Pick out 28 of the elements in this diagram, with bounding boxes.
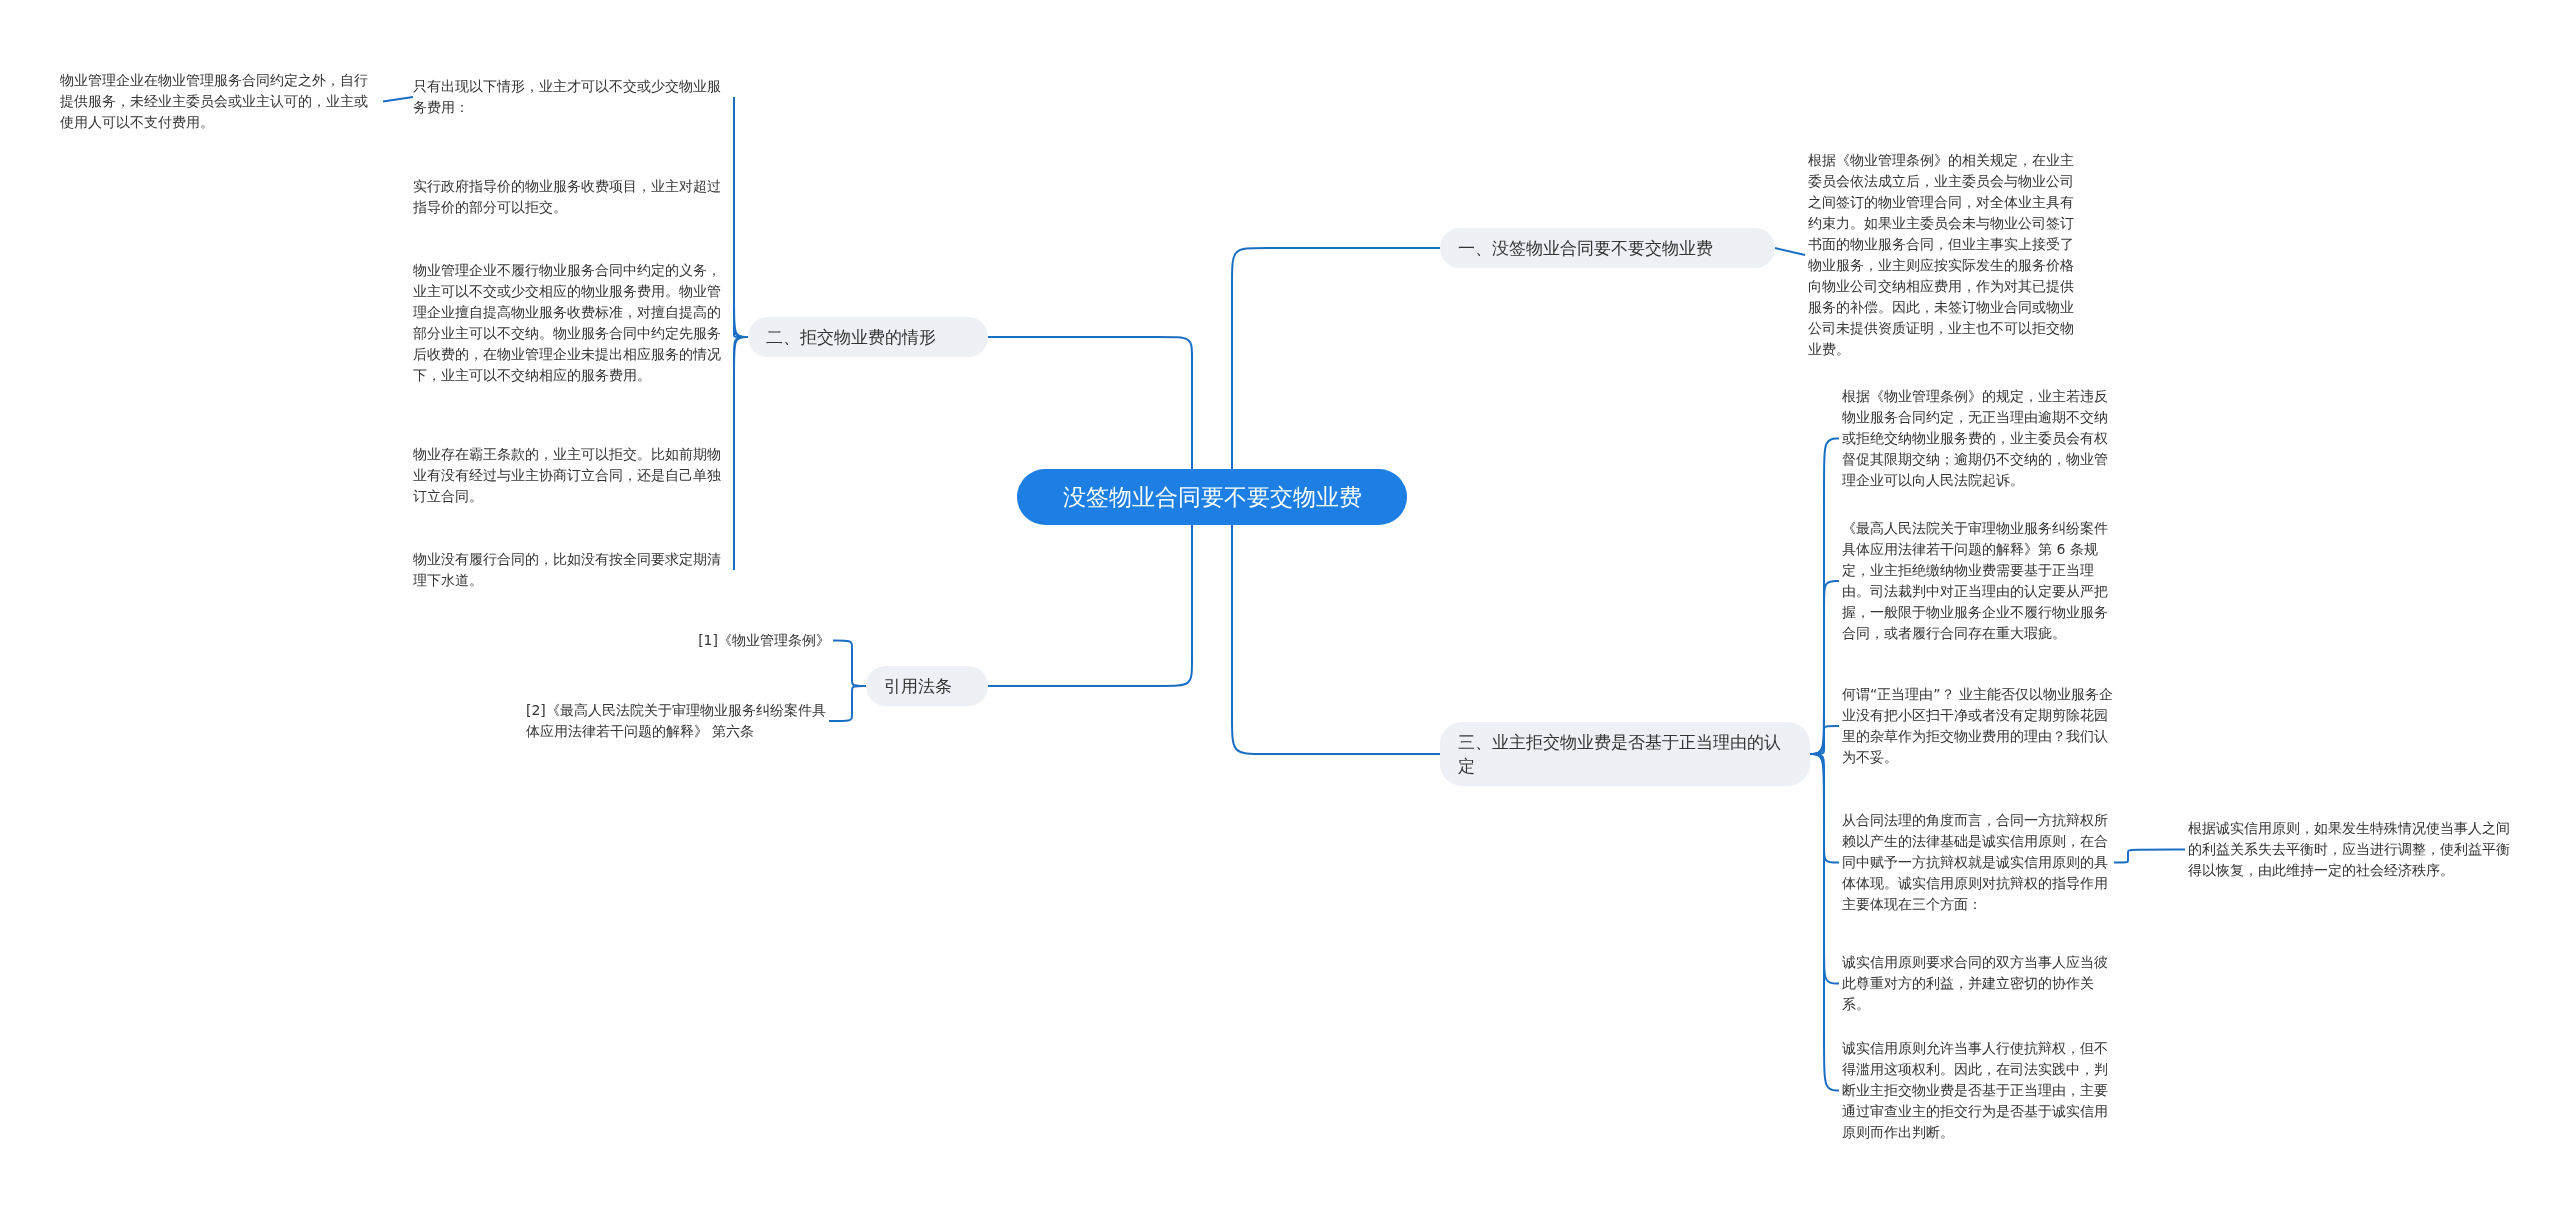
topic-text: [2]《最高人民法院关于审理物业服务纠纷案件具体应用法律若干问题的解释》 第六条 <box>526 700 826 742</box>
topic-text: 物业管理企业在物业管理服务合同约定之外，自行提供服务，未经业主委员会或业主认可的，业主或使用人可以不支付费用。 <box>60 70 380 133</box>
topic-text: 根据诚实信用原则，如果发生特殊情况使当事人之间的利益关系失去平衡时，应当进行调整，使利益平衡得以恢复，由此维持一定的社会经济秩序。 <box>2188 818 2513 881</box>
topic-text: 诚实信用原则要求合同的双方当事人应当彼此尊重对方的利益，并建立密切的协作关系。 <box>1842 952 2114 1015</box>
topic-text: 只有出现以下情形，业主才可以不交或少交物业服务费用： <box>413 76 731 118</box>
branch-line <box>2113 848 2186 864</box>
branch-line <box>382 96 414 103</box>
branch-line <box>987 524 1193 687</box>
topic-text: 根据《物业管理条例》的相关规定，在业主委员会依法成立后，业主委员会与物业公司之间签订的物业管理合同，对全体业主具有约束力。如果业主委员会未与物业公司签订书面的物业服务合同，但业主事实上接受了物业服务，业主则应按实际发生的服务价格向物业公司交纳相应费用，作为对其已提供服务的补偿。因此，未签订物业合同或物业公司未提供资质证明，业主也不可以拒交物业费。 <box>1808 150 2078 360</box>
topic-text: 何谓“正当理由”？ 业主能否仅以物业服务企业没有把小区扫干净或者没有定期剪除花园里的杂草作为拒交物业费用的理由？我们认为不妥。 <box>1842 684 2114 768</box>
topic-text: 实行政府指导价的物业服务收费项目，业主对超过指导价的部分可以拒交。 <box>413 176 731 218</box>
topic-text: 从合同法理的角度而言，合同一方抗辩权所赖以产生的法律基础是诚实信用原则，在合同中赋予一方抗辩权就是诚实信用原则的具体体现。诚实信用原则对抗辩权的指导作用主要体现在三个方面： <box>1842 810 2114 915</box>
topic-pill: 一、没签物业合同要不要交物业费 <box>1440 228 1775 268</box>
topic-text: 物业存在霸王条款的，业主可以拒交。比如前期物业有没有经过与业主协商订立合同，还是自己单独订立合同。 <box>413 444 731 507</box>
topic-text: 诚实信用原则允许当事人行使抗辩权，但不得滥用这项权利。因此，在司法实践中，判断业主拒交物业费是否基于正当理由，主要通过审查业主的拒交行为是否基于诚实信用原则而作出判断。 <box>1842 1038 2114 1143</box>
topic-pill: 引用法条 <box>866 666 988 706</box>
topic-text: [1]《物业管理条例》 <box>560 630 830 651</box>
topic-pill: 三、业主拒交物业费是否基于正当理由的认定 <box>1440 722 1810 786</box>
central-topic: 没签物业合同要不要交物业费 <box>1017 469 1407 525</box>
topic-pill: 二、拒交物业费的情形 <box>748 317 988 357</box>
topic-text: 物业管理企业不履行物业服务合同中约定的义务，业主可以不交或少交相应的物业服务费用。物业管理企业擅自提高物业服务收费标准，对擅自提高的部分业主可以不交纳。物业服务合同中约定先服务后收费的，在物业管理企业未提出相应服务的情况下，业主可以不交纳相应的服务费用。 <box>413 260 731 386</box>
topic-text: 根据《物业管理条例》的规定，业主若违反物业服务合同约定，无正当理由逾期不交纳或拒绝交纳物业服务费的，业主委员会有权督促其限期交纳；逾期仍不交纳的，物业管理企业可以向人民法院起诉。 <box>1842 386 2114 491</box>
branch-line <box>1231 247 1441 470</box>
topic-text: 物业没有履行合同的，比如没有按全同要求定期清理下水道。 <box>413 549 731 591</box>
branch-line <box>1774 247 1806 256</box>
branch-line <box>987 336 1193 470</box>
branch-line <box>1231 524 1441 755</box>
topic-text: 《最高人民法院关于审理物业服务纠纷案件具体应用法律若干问题的解释》第 6 条规定，业主拒绝缴纳物业费需要基于正当理由。司法裁判中对正当理由的认定要从严把握，一般限于物业服务企业不履行物业服务合同，或者履行合同存在重大瑕疵。 <box>1842 518 2114 644</box>
